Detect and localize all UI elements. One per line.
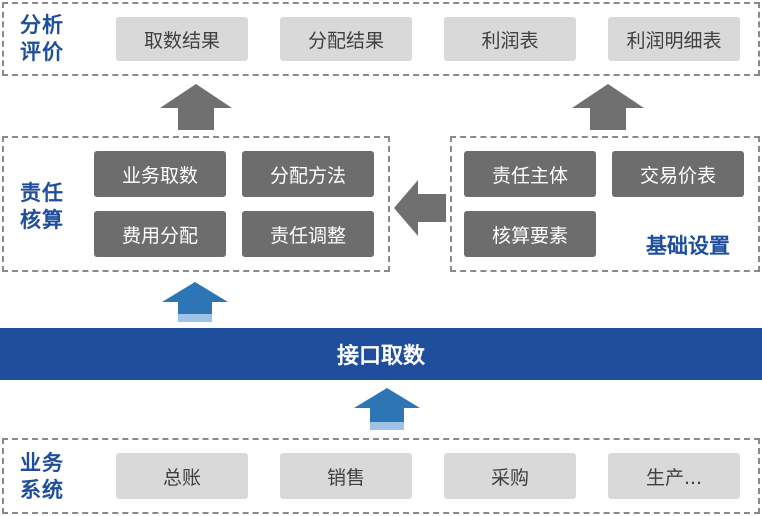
analysis-panel: 分析 评价 取数结果 分配结果 利润表 利润明细表	[2, 2, 760, 76]
system-item-production[interactable]: 生产...	[608, 453, 740, 499]
system-item-sales[interactable]: 销售	[280, 453, 412, 499]
base-item-transaction-price-table[interactable]: 交易价表	[612, 151, 744, 197]
accounting-item-expense-allocation[interactable]: 费用分配	[94, 211, 226, 257]
up-arrow-blue-lower-icon	[354, 388, 420, 430]
business-systems-panel: 业务 系统 总账 销售 采购 生产...	[2, 438, 760, 514]
up-arrow-left-icon	[160, 84, 232, 130]
system-item-procurement[interactable]: 采购	[444, 453, 576, 499]
business-systems-label: 业务 系统	[20, 451, 64, 502]
left-arrow-icon	[394, 180, 446, 236]
analysis-item-query-result[interactable]: 取数结果	[116, 17, 248, 61]
analysis-item-profit-detail[interactable]: 利润明细表	[608, 17, 740, 61]
interface-bar: 接口取数	[0, 328, 762, 380]
analysis-item-profit-statement[interactable]: 利润表	[444, 17, 576, 61]
accounting-label: 责任 核算	[20, 181, 64, 232]
system-item-general-ledger[interactable]: 总账	[116, 453, 248, 499]
base-item-responsibility-entity[interactable]: 责任主体	[464, 151, 596, 197]
base-settings-panel: 责任主体 交易价表 核算要素 基础设置	[450, 136, 760, 272]
up-arrow-right-icon	[572, 84, 644, 130]
analysis-item-allocation-result[interactable]: 分配结果	[280, 17, 412, 61]
accounting-panel: 责任 核算 业务取数 分配方法 费用分配 责任调整	[2, 136, 390, 272]
accounting-item-business-fetch[interactable]: 业务取数	[94, 151, 226, 197]
accounting-item-allocation-method[interactable]: 分配方法	[242, 151, 374, 197]
accounting-item-responsibility-adjustment[interactable]: 责任调整	[242, 211, 374, 257]
base-item-accounting-element[interactable]: 核算要素	[464, 211, 596, 257]
up-arrow-blue-upper-icon	[162, 282, 228, 322]
base-settings-label: 基础设置	[646, 234, 730, 258]
analysis-label: 分析 评价	[20, 13, 64, 64]
